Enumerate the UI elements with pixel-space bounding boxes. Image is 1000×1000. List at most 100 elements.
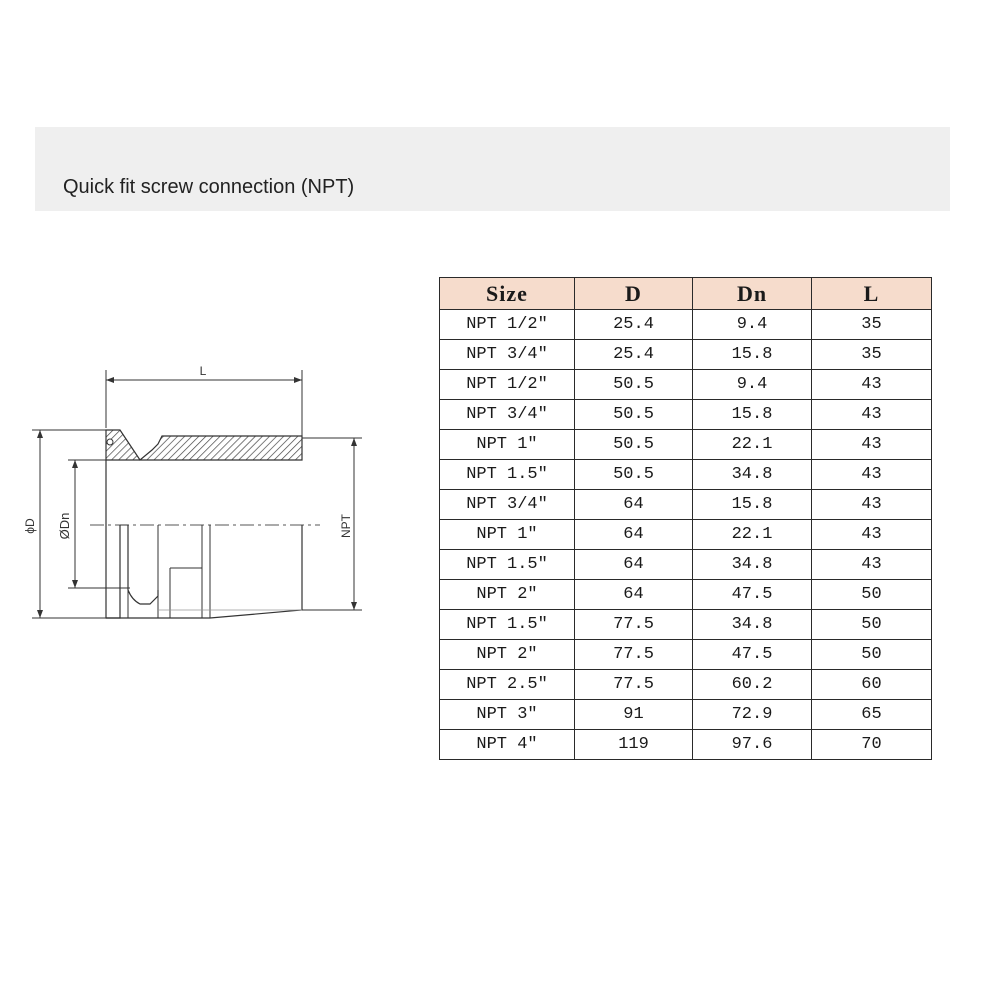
cell-l: 43 xyxy=(811,489,932,520)
flange-step xyxy=(120,524,129,619)
cell-dn: 34.8 xyxy=(692,459,812,490)
cell-dn: 72.9 xyxy=(692,699,812,730)
dimension-label-dn: ØDn xyxy=(57,513,72,540)
cell-l: 50 xyxy=(811,639,932,670)
cell-l: 43 xyxy=(811,429,932,460)
cell-l: 43 xyxy=(811,519,932,550)
cell-size: NPT 1.5″ xyxy=(439,549,575,580)
flange-outline xyxy=(105,460,121,619)
cell-l: 43 xyxy=(811,459,932,490)
cell-dn: 22.1 xyxy=(692,429,812,460)
cell-d: 50.5 xyxy=(574,429,693,460)
groove-profile xyxy=(127,525,159,605)
cell-d: 50.5 xyxy=(574,369,693,400)
cell-dn: 9.4 xyxy=(692,309,812,340)
cell-dn: 22.1 xyxy=(692,519,812,550)
table-header-row: Size D Dn L xyxy=(439,277,932,310)
cell-l: 50 xyxy=(811,579,932,610)
cell-l: 65 xyxy=(811,699,932,730)
cell-l: 50 xyxy=(811,609,932,640)
cell-size: NPT 2″ xyxy=(439,579,575,610)
cell-d: 64 xyxy=(574,579,693,610)
title-banner: Quick fit screw connection (NPT) xyxy=(35,127,950,211)
hatched-section xyxy=(105,429,303,461)
cell-dn: 34.8 xyxy=(692,609,812,640)
cell-dn: 47.5 xyxy=(692,579,812,610)
cell-size: NPT 4″ xyxy=(439,729,575,760)
arrow-d-top xyxy=(37,430,43,438)
arrow-l-right xyxy=(294,377,302,383)
cell-size: NPT 2″ xyxy=(439,639,575,670)
cell-dn: 15.8 xyxy=(692,489,812,520)
arrow-dn-top xyxy=(72,460,78,468)
cell-size: NPT 1/2″ xyxy=(439,369,575,400)
arrow-npt-top xyxy=(351,438,357,446)
technical-drawing: L ϕD ØDn NPT xyxy=(20,360,390,630)
arrow-dn-bottom xyxy=(72,580,78,588)
arrow-npt-bottom xyxy=(351,602,357,610)
cell-d: 91 xyxy=(574,699,693,730)
cell-l: 60 xyxy=(811,669,932,700)
cell-size: NPT 3/4″ xyxy=(439,489,575,520)
body-bottom-outline xyxy=(106,525,303,619)
groove-circle xyxy=(106,438,114,446)
cell-l: 70 xyxy=(811,729,932,760)
cell-dn: 34.8 xyxy=(692,549,812,580)
cell-dn: 15.8 xyxy=(692,339,812,370)
cell-size: NPT 3/4″ xyxy=(439,399,575,430)
cell-d: 77.5 xyxy=(574,609,693,640)
cell-d: 64 xyxy=(574,519,693,550)
cell-d: 50.5 xyxy=(574,459,693,490)
dimension-label-d: ϕD xyxy=(23,518,37,534)
cell-l: 35 xyxy=(811,309,932,340)
cell-d: 119 xyxy=(574,729,693,760)
cell-size: NPT 1.5″ xyxy=(439,459,575,490)
cell-dn: 97.6 xyxy=(692,729,812,760)
cell-l: 43 xyxy=(811,399,932,430)
cell-size: NPT 3/4″ xyxy=(439,339,575,370)
cell-d: 64 xyxy=(574,549,693,580)
dimension-label-l: L xyxy=(200,364,207,378)
cell-dn: 60.2 xyxy=(692,669,812,700)
cell-l: 43 xyxy=(811,369,932,400)
cell-d: 25.4 xyxy=(574,309,693,340)
cell-size: NPT 3″ xyxy=(439,699,575,730)
cell-l: 43 xyxy=(811,549,932,580)
cell-d: 77.5 xyxy=(574,669,693,700)
cell-d: 50.5 xyxy=(574,399,693,430)
arrow-l-left xyxy=(106,377,114,383)
cell-dn: 15.8 xyxy=(692,399,812,430)
page-title: Quick fit screw connection (NPT) xyxy=(63,176,355,198)
dimension-label-npt: NPT xyxy=(339,513,353,538)
cell-d: 25.4 xyxy=(574,339,693,370)
header-l: L xyxy=(811,277,932,310)
cell-size: NPT 1″ xyxy=(439,429,575,460)
fitting-cross-section: L ϕD ØDn NPT xyxy=(23,364,362,619)
cell-d: 77.5 xyxy=(574,639,693,670)
cell-size: NPT 1″ xyxy=(439,519,575,550)
cell-l: 35 xyxy=(811,339,932,370)
cell-d: 64 xyxy=(574,489,693,520)
cell-dn: 9.4 xyxy=(692,369,812,400)
header-size: Size xyxy=(439,277,575,310)
cell-size: NPT 1.5″ xyxy=(439,609,575,640)
arrow-d-bottom xyxy=(37,610,43,618)
header-d: D xyxy=(574,277,693,310)
cell-dn: 47.5 xyxy=(692,639,812,670)
